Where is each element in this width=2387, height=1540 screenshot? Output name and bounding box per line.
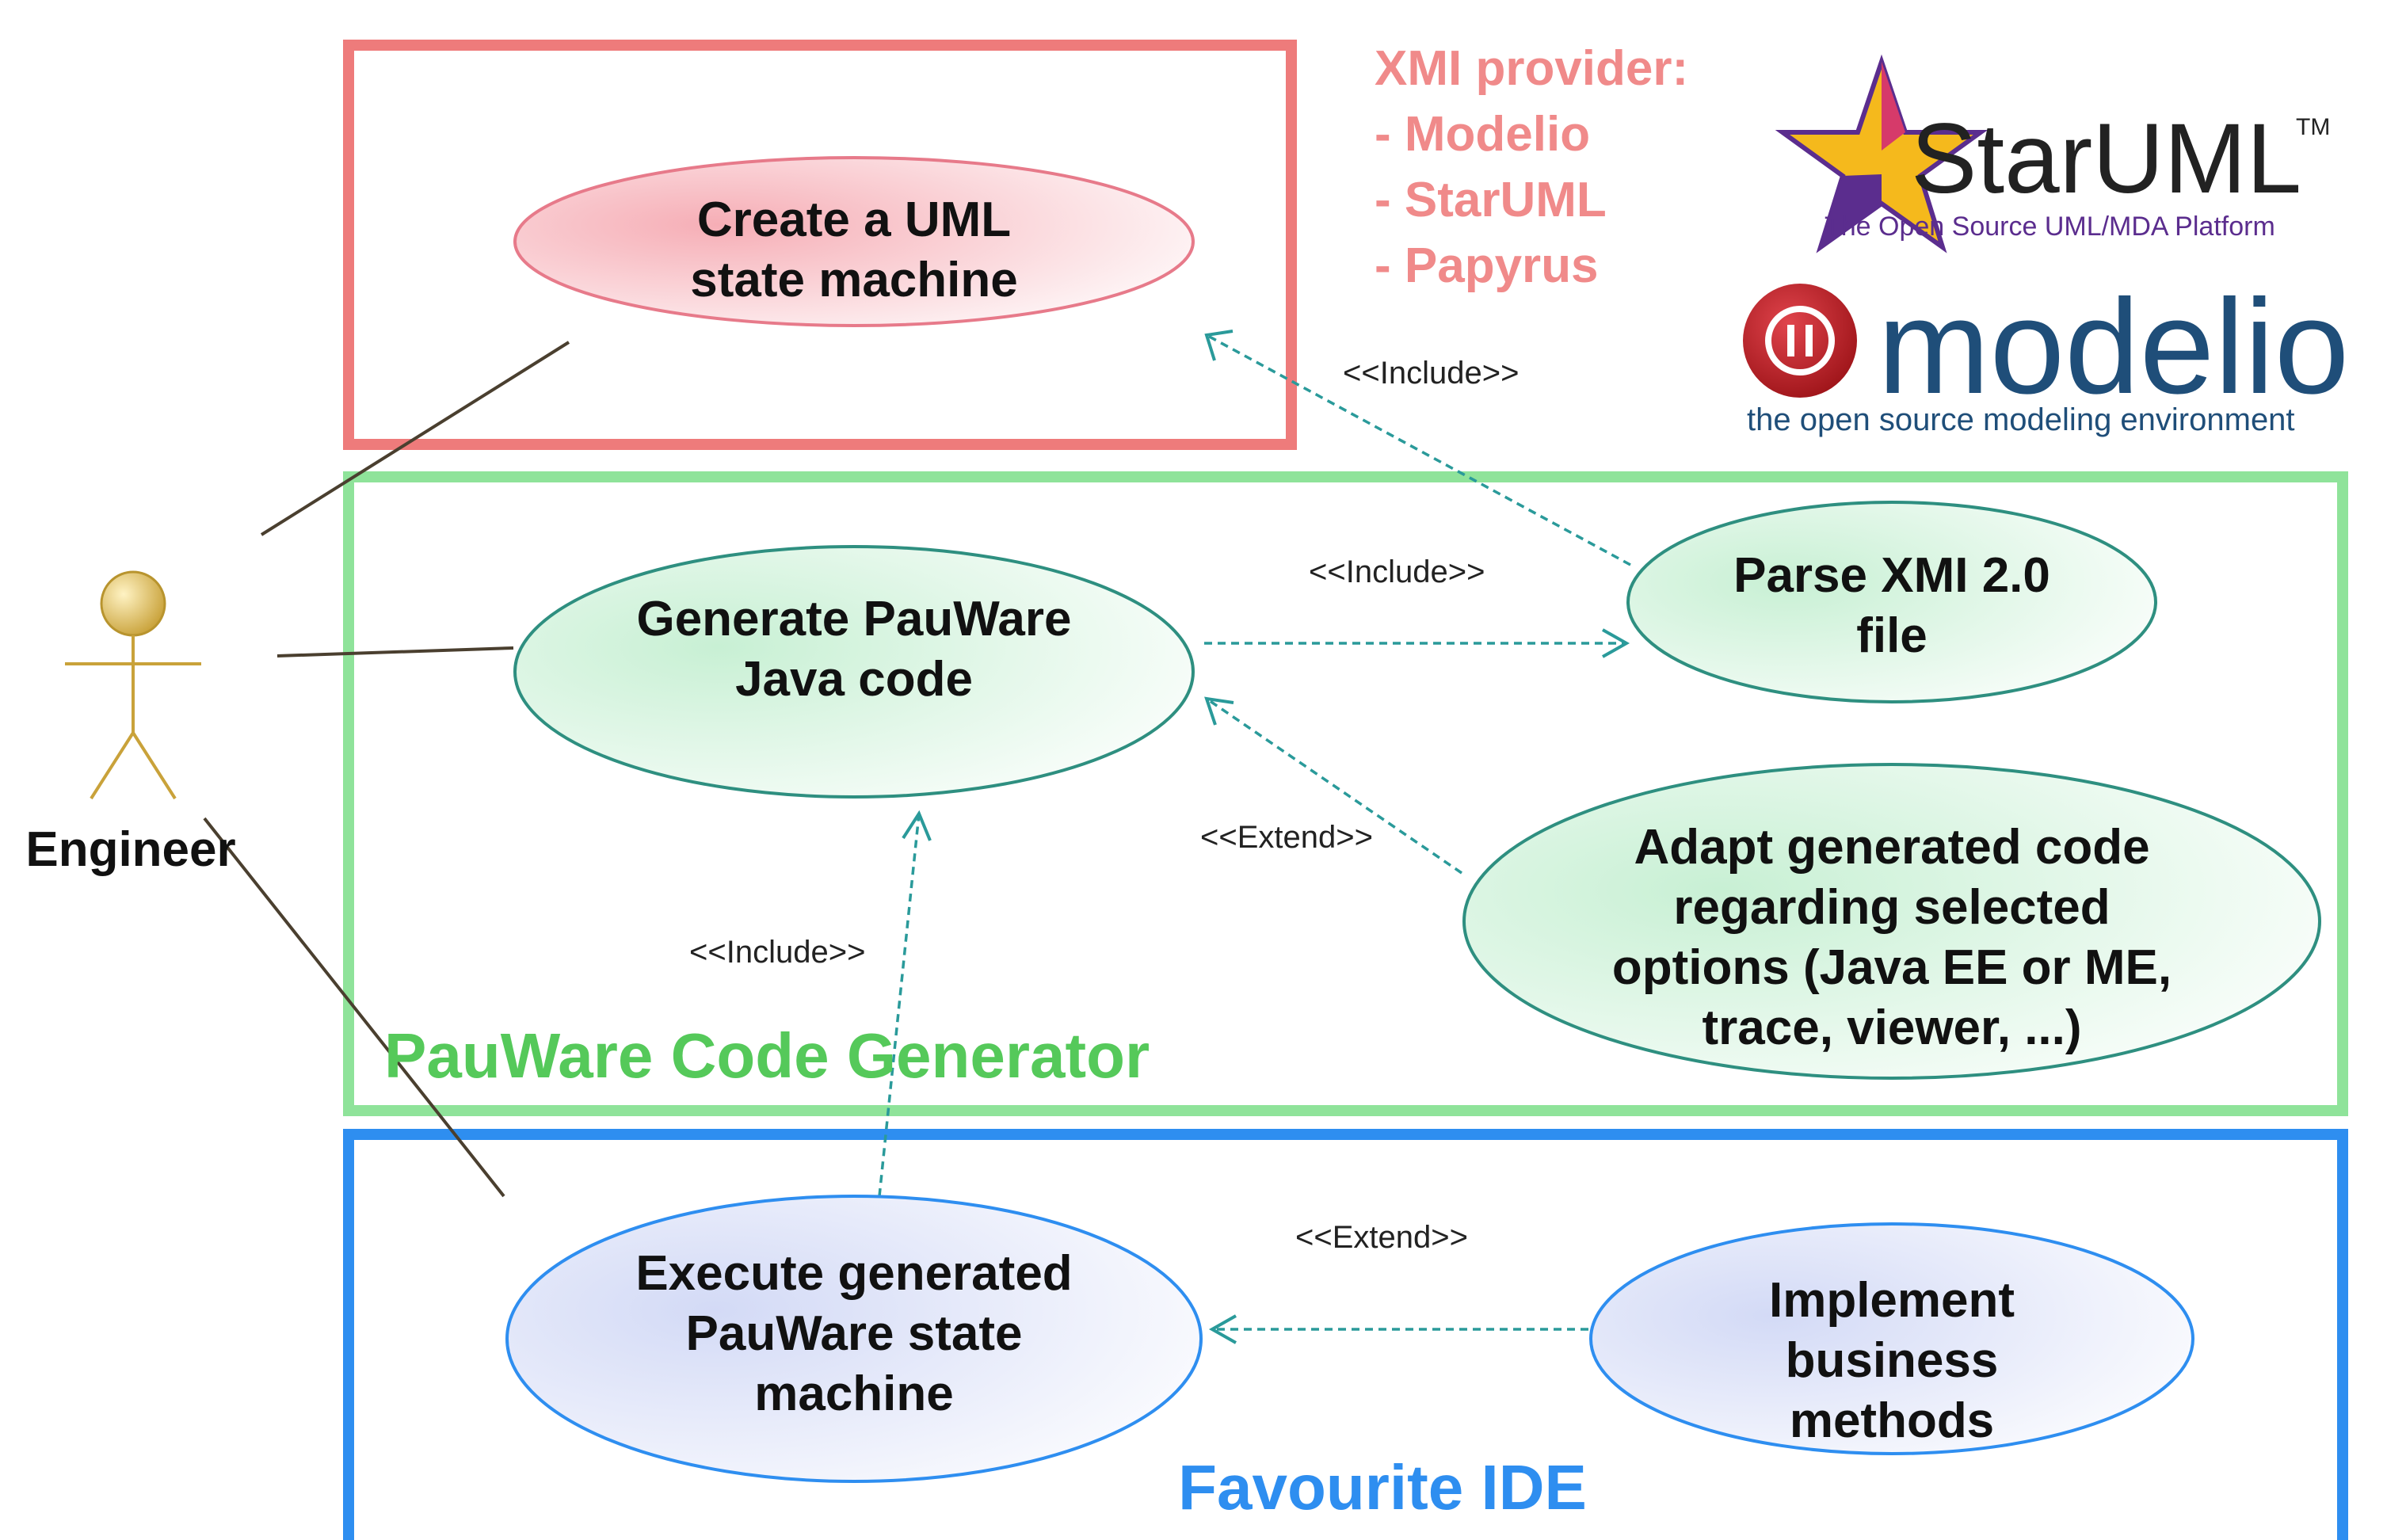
use-case-adapt-generated-code[interactable]: Adapt generated code regarding selected … [1462, 763, 2321, 1080]
pauware-generator-boundary [343, 471, 2348, 1116]
stereotype-include-execute-generate: <<Include>> [689, 935, 865, 970]
use-case-execute-state-machine[interactable]: Execute generated PauWare state machine [505, 1195, 1203, 1483]
staruml-tm: TM [2296, 114, 2330, 140]
actor-head-icon [100, 570, 166, 637]
favourite-ide-label: Favourite IDE [1178, 1452, 1587, 1523]
staruml-tagline: The Open Source UML/MDA Platform [1825, 212, 2275, 242]
use-case-label-line: machine [754, 1367, 954, 1421]
xmi-provider-title: XMI provider: [1375, 41, 1688, 96]
include-execute-generate-arrowhead [902, 810, 932, 841]
use-case-label-line: PauWare state [686, 1306, 1023, 1361]
stereotype-include-generate-parse: <<Include>> [1309, 555, 1485, 589]
modelio-icon-bar [1787, 325, 1794, 356]
use-case-label-line: Generate PauWare [636, 592, 1071, 646]
association-execute [203, 817, 505, 1198]
xmi-provider-item: - Papyrus [1375, 238, 1599, 293]
extend-adapt-generate-arrowhead [1204, 696, 1234, 726]
use-case-label-line: trace, viewer, ...) [1702, 1001, 2081, 1055]
association-create [260, 341, 570, 536]
use-case-label-line: file [1856, 608, 1928, 663]
modelio-logo: modelio the open source modeling environ… [1743, 272, 2349, 437]
actor-engineer[interactable]: Engineer [25, 570, 236, 877]
use-case-create-uml-state-machine[interactable]: Create a UML state machine [513, 156, 1195, 327]
star-accent-icon [1821, 174, 1882, 247]
xmi-provider-item: - Modelio [1375, 107, 1590, 162]
use-case-label-line: Parse XMI 2.0 [1733, 548, 2050, 603]
stereotype-extend-implement-execute: <<Extend>> [1295, 1220, 1468, 1255]
use-case-label-line: state machine [690, 253, 1018, 307]
pauware-generator-label: PauWare Code Generator [384, 1020, 1150, 1091]
include-generate-parse-arrowhead [1602, 628, 1630, 658]
modelio-tagline: the open source modeling environment [1747, 402, 2295, 437]
uml-modeling-boundary [343, 40, 1297, 450]
use-case-label-line: regarding selected [1673, 880, 2110, 935]
use-case-label-line: options (Java EE or ME, [1612, 940, 2172, 995]
use-case-implement-business-methods[interactable]: Implement business methods [1589, 1222, 2194, 1455]
include-execute-generate-line [878, 813, 921, 1197]
use-case-label-line: Java code [735, 652, 973, 707]
use-case-generate-pauware-java-code[interactable]: Generate PauWare Java code [513, 545, 1195, 799]
modelio-icon-ring [1765, 306, 1835, 375]
staruml-wordmark: StarUML [1911, 104, 2301, 214]
modelio-icon [1743, 284, 1857, 398]
xmi-provider-item: - StarUML [1375, 173, 1607, 227]
extend-adapt-generate-line [1206, 697, 1462, 875]
stereotype-include-parse-create: <<Include>> [1343, 356, 1519, 391]
staruml-logo: StarUML TM The Open Source UML/MDA Platf… [1775, 54, 2330, 253]
star-accent-icon [1882, 62, 1905, 151]
xmi-provider-list: XMI provider: - Modelio - StarUML - Papy… [1375, 41, 1688, 293]
favourite-ide-boundary [343, 1129, 2348, 1540]
extend-implement-execute-arrowhead [1208, 1314, 1237, 1344]
modelio-icon-bar [1806, 325, 1813, 356]
use-case-label-line: business [1786, 1333, 1999, 1388]
use-case-parse-xmi-file[interactable]: Parse XMI 2.0 file [1626, 501, 2157, 703]
association-generate [276, 646, 514, 658]
use-case-label-line: Create a UML [697, 192, 1011, 247]
modelio-wordmark: modelio [1878, 272, 2349, 422]
actor-name: Engineer [25, 822, 235, 877]
use-case-label-line: Adapt generated code [1634, 820, 2149, 875]
use-case-label-line: Execute generated [635, 1246, 1072, 1301]
stereotype-extend-adapt-generate: <<Extend>> [1200, 820, 1373, 855]
use-case-label-line: Implement [1769, 1273, 2015, 1328]
use-case-label-line: methods [1790, 1393, 1994, 1448]
include-parse-create-arrowhead [1204, 330, 1234, 361]
